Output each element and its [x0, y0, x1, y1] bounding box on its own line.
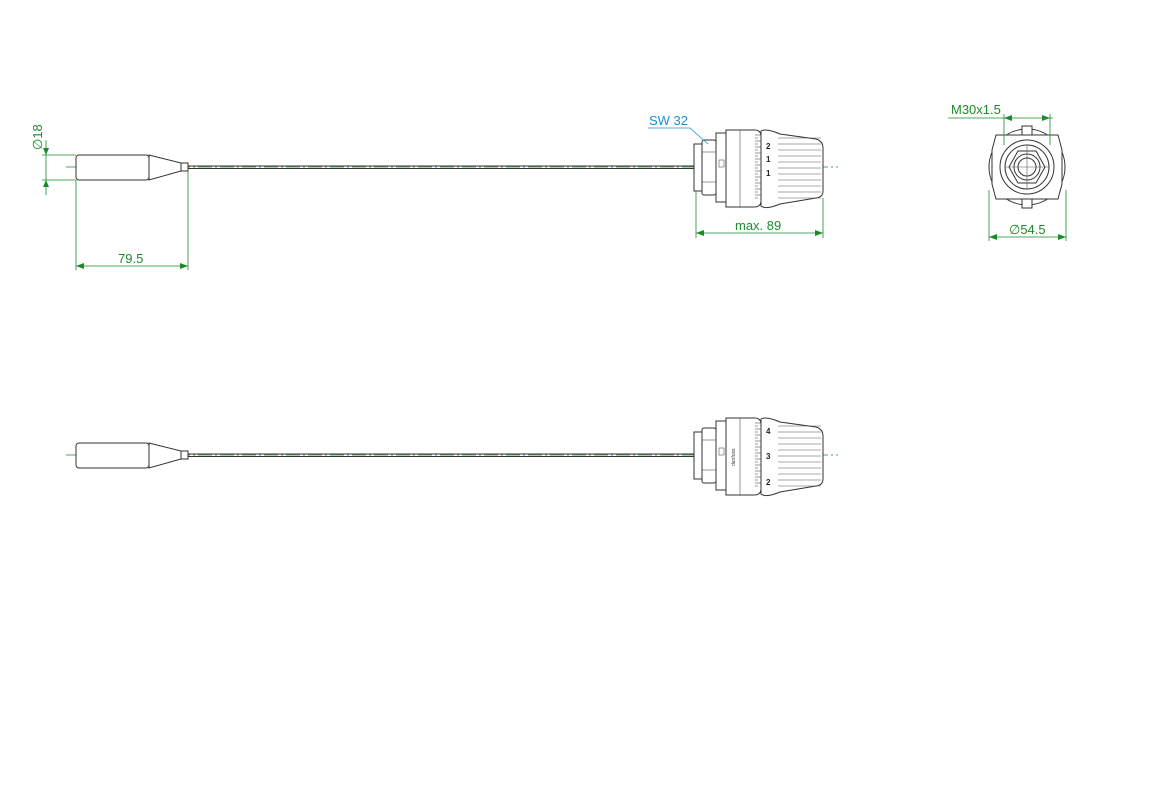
sensor-bulb-bottom: [75, 442, 189, 469]
callout-wrench-size: SW 32: [648, 113, 709, 145]
top-scale-mark-3: 1: [766, 169, 771, 178]
dim-head-length: max. 89: [695, 191, 824, 238]
capillary-tube-bottom: [188, 453, 698, 457]
bottom-scale-mark-3: 2: [766, 478, 771, 487]
top-view: 2 1 1 ∅18: [30, 102, 1067, 270]
thread-label: M30x1.5: [951, 102, 1001, 117]
head-length-label: max. 89: [735, 218, 781, 233]
dim-thread: M30x1.5: [948, 102, 1053, 145]
dim-head-diameter: ∅54.5: [988, 190, 1067, 241]
dim-sensor-length: 79.5: [75, 171, 189, 270]
dim-sensor-diameter: ∅18: [30, 124, 76, 195]
end-view: [988, 125, 1066, 209]
bottom-scale-mark-1: 4: [766, 427, 771, 436]
head-diameter-label: ∅54.5: [1009, 222, 1046, 237]
sensor-length-label: 79.5: [118, 251, 143, 266]
sensor-diameter-label: ∅18: [30, 124, 45, 150]
bottom-view: danfoss 4 3 2: [66, 417, 838, 497]
capillary-tube: [188, 165, 698, 169]
thermostat-head: 2 1 1: [693, 129, 824, 209]
top-scale-mark-1: 2: [766, 142, 771, 151]
sensor-bulb: [75, 154, 189, 181]
thermostat-head-bottom: danfoss 4 3 2: [693, 417, 824, 497]
brand-marking: danfoss: [731, 448, 737, 466]
top-scale-mark-2: 1: [766, 155, 771, 164]
bottom-scale-mark-2: 3: [766, 452, 771, 461]
wrench-size-label: SW 32: [649, 113, 688, 128]
